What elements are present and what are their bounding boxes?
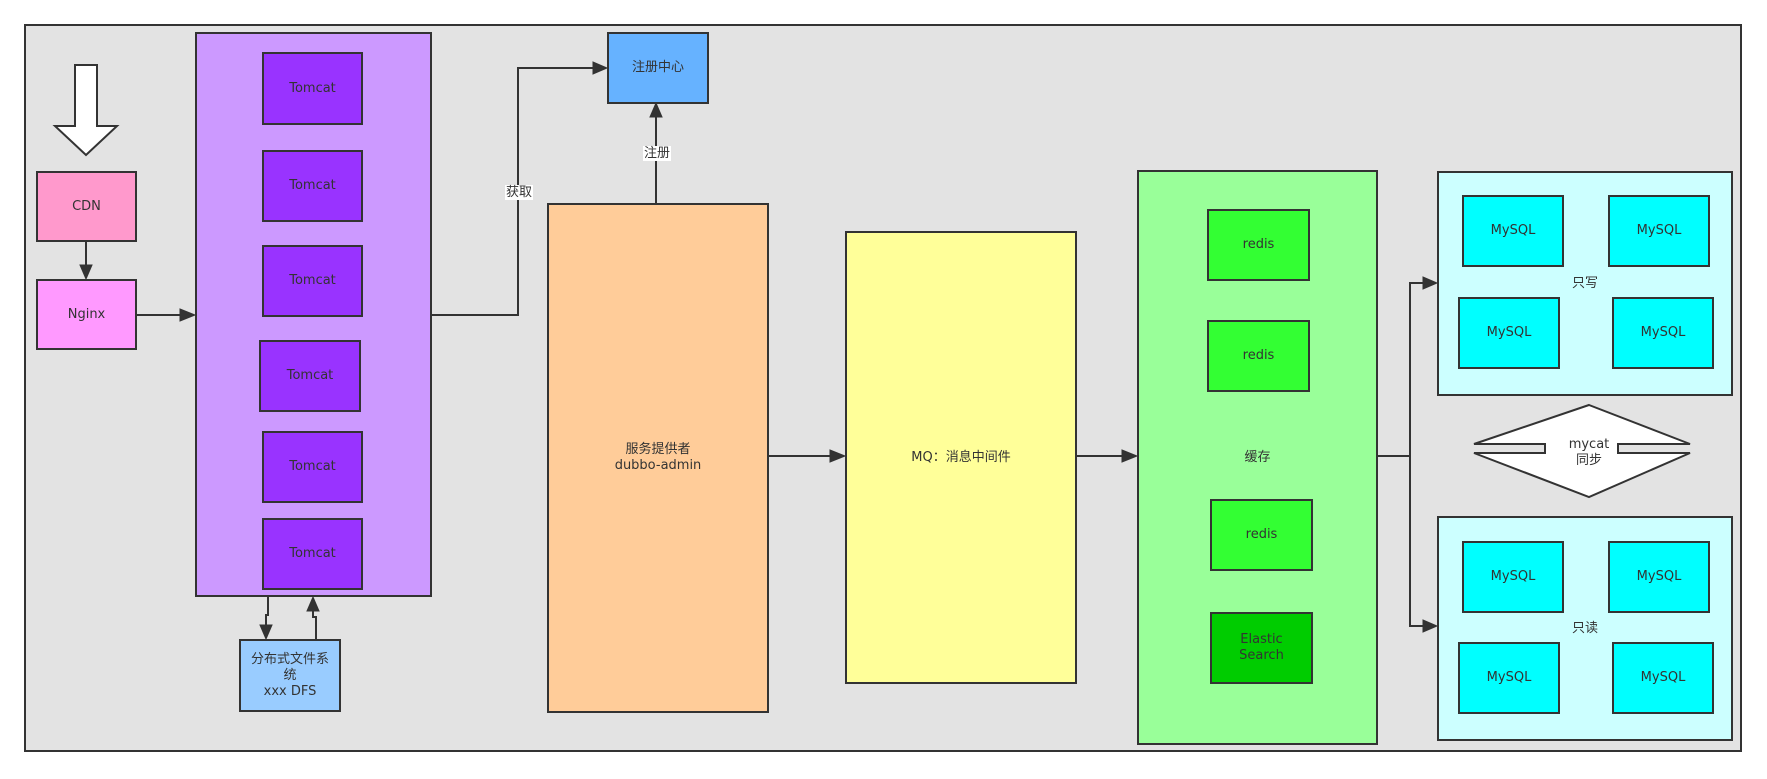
tomcat-node[interactable]: Tomcat <box>262 52 363 125</box>
sync-label: mycat 同步 <box>1539 437 1639 469</box>
cdn-node[interactable]: CDN <box>36 171 137 242</box>
dfs-label-line1: 分布式文件系 <box>250 651 329 667</box>
mysql-label: MySQL <box>1636 223 1682 238</box>
tomcat-node[interactable]: Tomcat <box>262 245 363 317</box>
redis-node[interactable]: redis <box>1207 209 1310 281</box>
sync-label-line2: 同步 <box>1575 453 1602 468</box>
tomcat-node[interactable]: Tomcat <box>262 150 363 222</box>
mq-node[interactable]: MQ：消息中间件 <box>845 231 1077 684</box>
redis-node[interactable]: redis <box>1207 320 1310 392</box>
dfs-label-line2: 统 <box>283 667 297 683</box>
mysql-node[interactable]: MySQL <box>1612 642 1714 714</box>
tomcat-label: Tomcat <box>286 368 334 383</box>
redis-label: redis <box>1245 527 1278 542</box>
elastic-search-node[interactable]: Elastic Search <box>1210 612 1313 684</box>
nginx-label: Nginx <box>67 306 106 322</box>
registry-label: 注册中心 <box>631 60 684 75</box>
mysql-node[interactable]: MySQL <box>1462 541 1564 613</box>
mysql-label: MySQL <box>1640 670 1686 685</box>
dfs-label-line3: xxx DFS <box>263 683 317 699</box>
tomcat-node[interactable]: Tomcat <box>262 431 363 503</box>
redis-node[interactable]: redis <box>1210 499 1313 571</box>
registry-node[interactable]: 注册中心 <box>607 32 709 104</box>
tomcat-node[interactable]: Tomcat <box>259 340 361 412</box>
tomcat-label: Tomcat <box>289 80 336 96</box>
provider-label-line1: 服务提供者 <box>625 442 691 457</box>
mysql-node[interactable]: MySQL <box>1612 297 1714 369</box>
edge-label-register: 注册 <box>643 146 672 161</box>
tomcat-label: Tomcat <box>289 178 336 193</box>
tomcat-label: Tomcat <box>289 546 336 561</box>
mysql-node[interactable]: MySQL <box>1458 642 1560 714</box>
mysql-label: MySQL <box>1490 569 1536 584</box>
tomcat-node[interactable]: Tomcat <box>262 518 363 590</box>
mysql-label: MySQL <box>1490 223 1536 238</box>
nginx-node[interactable]: Nginx <box>36 279 137 350</box>
elastic-label-line2: Search <box>1239 648 1284 663</box>
mysql-node[interactable]: MySQL <box>1608 195 1710 267</box>
sync-label-line1: mycat <box>1568 437 1610 452</box>
redis-label: redis <box>1242 237 1275 252</box>
cache-label: 缓存 <box>1244 449 1271 465</box>
dfs-node[interactable]: 分布式文件系 统 xxx DFS <box>239 639 341 712</box>
mysql-label: MySQL <box>1640 325 1686 340</box>
cdn-label: CDN <box>72 198 101 214</box>
write-db-label: 只写 <box>1571 275 1598 291</box>
tomcat-label: Tomcat <box>289 459 336 474</box>
mysql-node[interactable]: MySQL <box>1458 297 1560 369</box>
mysql-label: MySQL <box>1486 325 1532 340</box>
tomcat-label: Tomcat <box>289 273 336 288</box>
mysql-label: MySQL <box>1486 670 1532 685</box>
mysql-label: MySQL <box>1636 569 1682 584</box>
provider-label-line2: dubbo-admin <box>614 458 702 473</box>
service-provider-node[interactable]: 服务提供者 dubbo-admin <box>547 203 769 713</box>
mq-label: MQ：消息中间件 <box>911 449 1011 465</box>
read-db-label: 只读 <box>1571 620 1598 636</box>
edge-label-fetch: 获取 <box>505 185 534 200</box>
redis-label: redis <box>1242 348 1275 363</box>
mysql-node[interactable]: MySQL <box>1462 195 1564 267</box>
mysql-node[interactable]: MySQL <box>1608 541 1710 613</box>
elastic-label-line1: Elastic <box>1240 632 1283 647</box>
